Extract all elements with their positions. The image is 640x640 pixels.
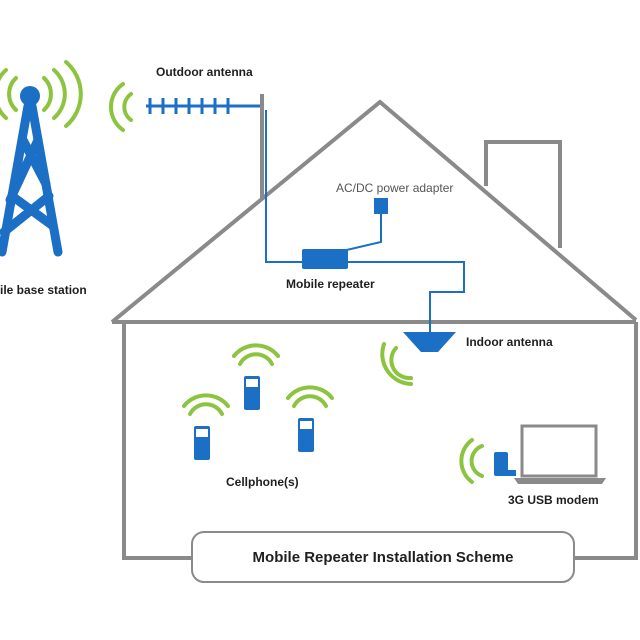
laptop-icon	[514, 424, 606, 484]
power-cable	[337, 214, 382, 253]
outdoor-cable	[265, 110, 302, 263]
repeater-icon	[302, 249, 348, 269]
house-outline	[110, 99, 638, 560]
chimney	[484, 140, 562, 248]
repeater-label: Mobile repeater	[286, 277, 375, 291]
cellphones-label: Cellphone(s)	[226, 475, 299, 489]
usb-modem-icon	[459, 438, 516, 484]
signal-waves-icon	[109, 82, 133, 132]
cellphone-icon	[182, 393, 230, 460]
base-station-label: ile base station	[0, 283, 87, 297]
caption-box	[191, 531, 575, 583]
outdoor-antenna-icon	[109, 82, 264, 200]
diagram-caption: Mobile Repeater Installation Scheme	[253, 549, 514, 566]
power-adapter-icon	[374, 198, 388, 214]
indoor-cable	[348, 261, 465, 332]
indoor-antenna-label: Indoor antenna	[466, 335, 553, 349]
base-station-tower-icon	[0, 60, 83, 257]
usb-modem-label: 3G USB modem	[508, 493, 599, 507]
cellphone-icon	[232, 343, 280, 410]
outdoor-antenna-label: Outdoor antenna	[156, 65, 253, 79]
signal-waves-icon	[380, 342, 413, 386]
signal-waves-icon	[0, 60, 83, 128]
signal-waves-icon	[459, 438, 484, 484]
power-adapter-label: AC/DC power adapter	[336, 181, 453, 195]
indoor-antenna-icon	[380, 332, 456, 386]
cellphone-icon	[286, 385, 334, 452]
